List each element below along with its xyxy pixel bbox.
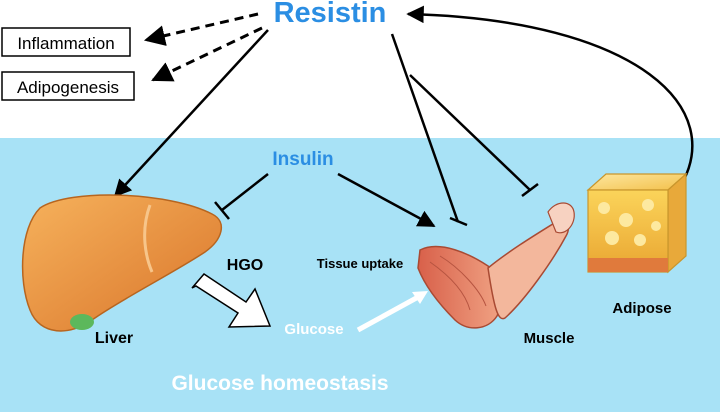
adipogenesis-label: Adipogenesis xyxy=(17,78,119,97)
glucose-label: Glucose xyxy=(284,321,343,338)
arrow-hgo-glucose xyxy=(191,273,272,328)
arrow-glucose-tissue xyxy=(356,293,422,333)
arrow-insulin-tissue xyxy=(337,172,436,228)
insulin-label: Insulin xyxy=(272,149,333,170)
adipose-label: Adipose xyxy=(612,300,671,317)
inhibit-resistin-muscle xyxy=(409,74,531,191)
inflammation-label: Inflammation xyxy=(17,34,114,53)
inflammation-box: Inflammation xyxy=(1,27,131,57)
arrow-resistin-inflammation xyxy=(143,12,259,46)
glucose-homeostasis-label: Glucose homeostasis xyxy=(171,372,388,395)
arrow-resistin-liver xyxy=(113,29,269,198)
hgo-label: HGO xyxy=(227,257,263,274)
inhibit-resistin-tissue xyxy=(390,33,460,223)
muscle-arm-illustration xyxy=(417,202,575,329)
liver-illustration xyxy=(21,194,223,332)
muscle-label: Muscle xyxy=(524,330,575,347)
adipogenesis-box: Adipogenesis xyxy=(1,71,135,101)
inhibit-insulin-hgo xyxy=(221,173,269,211)
arrow-resistin-adipogenesis xyxy=(151,26,263,82)
adipose-cube-illustration xyxy=(586,172,688,274)
liver-label: Liver xyxy=(95,330,133,347)
tissue-uptake-label: Tissue uptake xyxy=(317,256,403,271)
resistin-label: Resistin xyxy=(274,0,387,29)
arrow-adipose-resistin xyxy=(406,5,694,191)
